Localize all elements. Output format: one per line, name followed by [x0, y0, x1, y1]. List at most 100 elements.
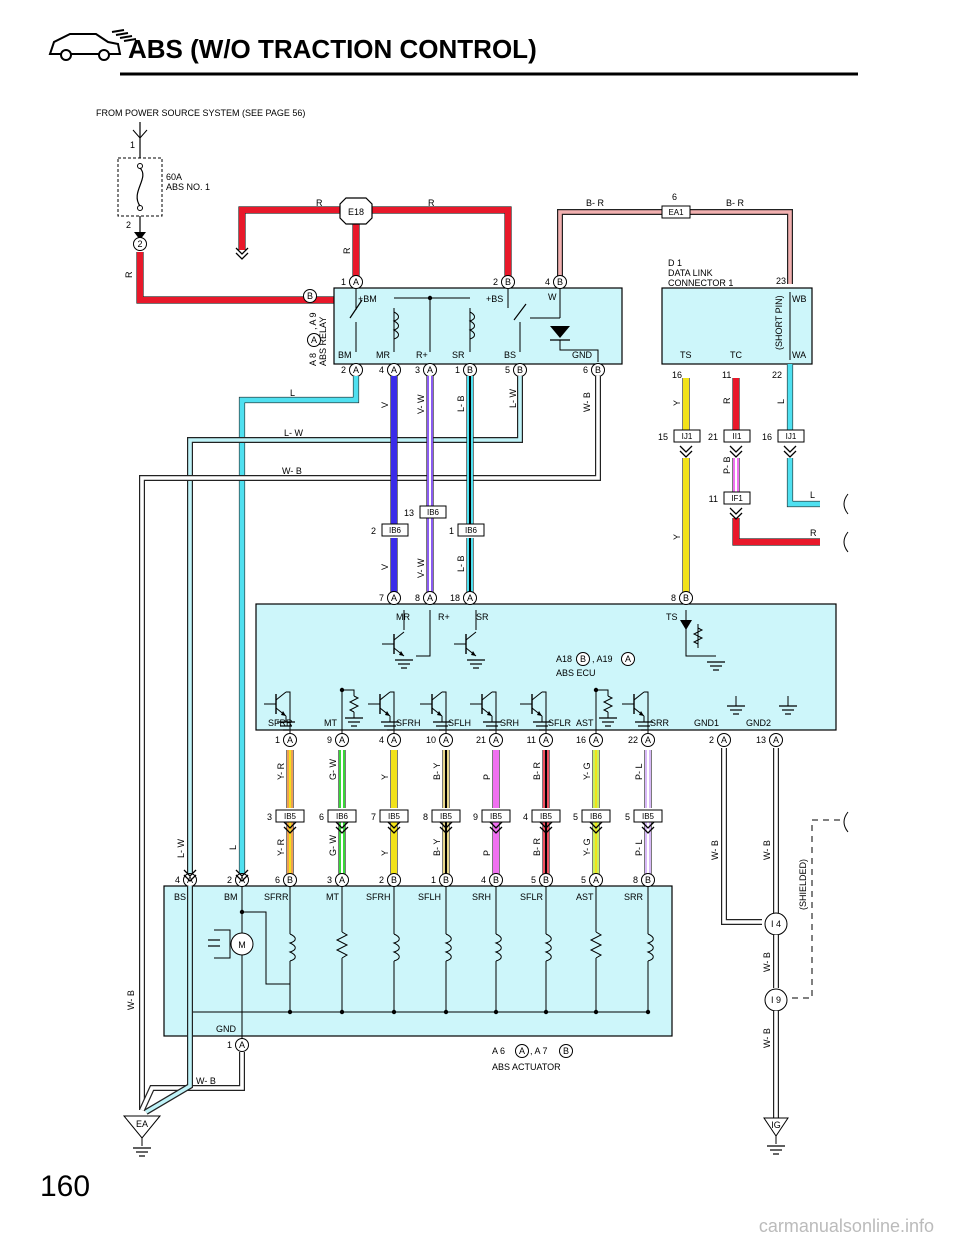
car-body — [48, 33, 122, 55]
lower-conn-3-id: IB5 — [440, 812, 453, 821]
dlc-box — [661, 287, 813, 365]
wire-r-relay — [137, 252, 359, 303]
act-motor-label: M — [238, 940, 246, 950]
relay-top-pin-2-num: 4 — [545, 277, 550, 287]
relay-bottom-pin-2-conn-letter: A — [427, 365, 433, 375]
ib6-a-box — [381, 523, 409, 537]
act-coil-sflh — [444, 933, 452, 962]
watermark: carmanualsonline.info — [759, 1216, 934, 1236]
ecu-bottom-pin-6-num: 16 — [576, 735, 586, 745]
wire-r-e18-right-outline — [356, 206, 512, 282]
sig-wire-label-top-7: P- L — [634, 763, 644, 780]
relay-bottom-pin-4-num: 5 — [505, 365, 510, 375]
lower-conn-0-id: IB5 — [284, 812, 297, 821]
lower-chev-6-b — [589, 826, 603, 834]
lower-chev-1-b — [335, 826, 349, 834]
dlc-label-wb: WB — [792, 294, 807, 304]
shielded-label: (SHIELDED) — [798, 859, 808, 910]
act-label-0: BS — [174, 892, 186, 902]
relay-bottom-pin-5-conn-letter: B — [595, 365, 601, 375]
act-coil-sfrr — [288, 933, 296, 962]
ii1-pin: 21 — [708, 432, 718, 442]
dlc-id: D 1 — [668, 258, 682, 268]
ecu-bottom-pin-5-num: 11 — [527, 735, 536, 745]
ecu-btr-1-arrow — [385, 711, 390, 716]
act-label-4: SFRH — [366, 892, 391, 902]
ecu-label-ts: TS — [666, 612, 678, 622]
relay-mark-b — [303, 289, 317, 303]
sig-wire-label-bot-5: B- R — [532, 837, 542, 856]
act-label-6: SRH — [472, 892, 491, 902]
ecu-btr-out-1 — [390, 691, 395, 734]
sig-wire-label-top-6: Y- G — [582, 762, 592, 780]
ecu-bottom-pin-4-conn-letter: A — [493, 735, 499, 745]
bm-chevron-a — [235, 247, 249, 255]
act-top-pin-6-conn-letter: B — [493, 875, 499, 885]
wire-wb-act-label: W- B — [196, 1076, 216, 1086]
ecu-top-pin-2-conn-letter: A — [467, 593, 473, 603]
ecu-btr-3-c — [481, 691, 493, 701]
lower-conn-4-id: IB5 — [490, 812, 503, 821]
speed-line — [115, 32, 129, 36]
relay-bottom-pin-2-num: 3 — [415, 365, 420, 375]
ib6-b-box — [419, 505, 447, 519]
speed-line — [123, 38, 137, 42]
ecu-bottom-pin-7-num: 22 — [628, 735, 638, 745]
speed-line — [119, 35, 133, 39]
relay-top-pin-0-num: 1 — [341, 277, 346, 287]
act-top-pin-5-num: 1 — [431, 875, 436, 885]
wire-wb-act-gnd — [140, 1052, 244, 1111]
sig-wire-label-bot-7: P- L — [634, 839, 644, 856]
ij1-a-pin: 15 — [658, 432, 668, 442]
i4-label: I 4 — [771, 919, 781, 929]
ecu-res-top-1 — [596, 689, 609, 696]
act-coil-srr-dot — [645, 1009, 651, 1015]
ea-label: EA — [136, 1119, 148, 1129]
act-label-8: AST — [576, 892, 594, 902]
page-number: 160 — [40, 1170, 90, 1203]
ecu-top-pin-3-conn-letter: B — [683, 593, 689, 603]
lower-conn-pin-5: 4 — [523, 812, 528, 822]
act-res-mt — [335, 931, 349, 959]
act-label-5: SFLH — [418, 892, 441, 902]
ecu-mark-a-letter: A — [625, 654, 631, 664]
ecu-bottom-pin-5-conn-letter: A — [543, 735, 549, 745]
ii1-chev-a — [729, 445, 743, 453]
ib6-a-id: IB6 — [389, 526, 402, 535]
act-coil-srh-dot — [493, 1009, 499, 1015]
abs-actuator-box — [163, 885, 673, 1037]
lower-chev-3-b — [439, 826, 453, 834]
ib6-b-pin: 13 — [404, 508, 414, 518]
ij1-b-id: IJ1 — [786, 432, 797, 441]
ecu-top-pin-0-conn — [387, 591, 401, 605]
ij1-b-chev-b — [783, 450, 797, 458]
sig-wire-label-bot-4: P — [482, 850, 492, 856]
ib6-c-box — [457, 523, 485, 537]
fuse-pin-top: 1 — [130, 140, 135, 150]
ecu-bottom-pin-7-conn-letter: A — [645, 735, 651, 745]
lower-conn-6-box — [581, 809, 611, 823]
lower-chev-3-a — [439, 821, 453, 829]
act-gnd-pin-conn — [235, 1038, 249, 1052]
ecu-top-pin-3-conn — [679, 591, 693, 605]
ecu-rplus-line — [416, 610, 431, 657]
ig-label: IG — [771, 1120, 781, 1130]
sig-wire-label-top-0: Y- R — [276, 762, 286, 780]
ecu-btr-0-arrow — [281, 711, 286, 716]
act-bs-chev-a — [183, 869, 197, 877]
wire-br-left-outline — [557, 209, 664, 282]
ecu-ts-zener — [680, 620, 692, 630]
bm-chevron-b — [235, 252, 249, 260]
ea1-conn-box — [661, 205, 691, 219]
lower-conn-2-box — [379, 809, 409, 823]
dlc-pin-23: 23 — [776, 276, 786, 286]
wire-wb-label-2: W- B — [582, 392, 592, 412]
act-label-1: BM — [224, 892, 238, 902]
relay-mark-a — [307, 333, 321, 347]
wire-r-if1-outline — [732, 518, 820, 546]
act-code: A 6 — [492, 1046, 505, 1056]
sig-wire-label-bot-2: Y — [380, 850, 390, 856]
wire-wb-label-3: W- B — [126, 990, 136, 1010]
dlc-label-tc: TC — [730, 350, 742, 360]
lower-conn-pin-3: 8 — [423, 812, 428, 822]
